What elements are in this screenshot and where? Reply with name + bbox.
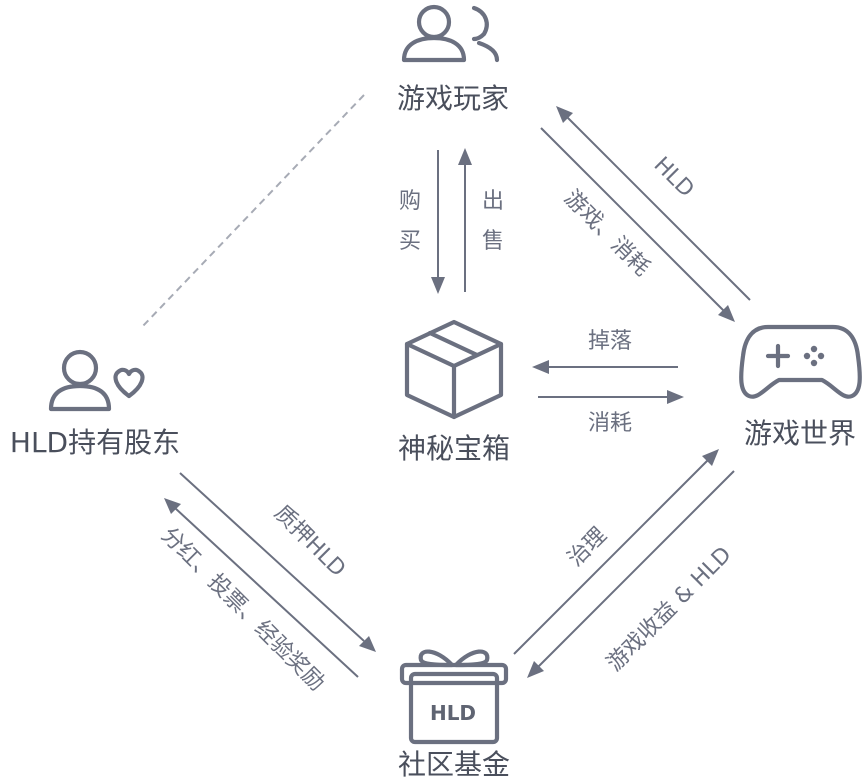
edge-world-to-players-label: HLD: [649, 152, 699, 202]
arrow-drop: [532, 360, 678, 374]
dashed-link: [141, 94, 365, 328]
gift-icon: [399, 649, 509, 745]
edge-sell-char-2: 售: [482, 229, 504, 254]
edge-world-to-fund-label: 游戏收益 & HLD: [602, 542, 736, 676]
node-mystery-box-label: 神秘宝箱: [398, 432, 510, 465]
edge-shareholders-to-fund-label: 质押HLD: [269, 501, 350, 582]
arrow-consume: [538, 390, 684, 404]
node-shareholders-label: HLD持有股东: [10, 426, 180, 459]
edge-sell-char-1: 出: [482, 189, 504, 214]
arrow-sell: [458, 148, 472, 292]
fund-badge-text: HLD: [430, 701, 476, 725]
edge-drop-label: 掉落: [588, 329, 632, 354]
box-icon: [404, 319, 504, 420]
arrow-buy: [431, 150, 445, 294]
user-heart-icon: [48, 349, 145, 412]
edge-buy-char-2: 买: [399, 229, 421, 254]
arrow-shareholders-to-fund: [179, 472, 376, 652]
gamepad-icon: [739, 324, 862, 399]
arrow-world-to-fund: [527, 470, 735, 678]
node-players-label: 游戏玩家: [397, 82, 509, 115]
users-icon: [401, 4, 500, 63]
node-game-world-label: 游戏世界: [744, 417, 856, 450]
arrow-world-to-players: [556, 106, 751, 301]
edge-buy-char-1: 购: [399, 189, 421, 214]
edge-players-to-world-label: 游戏、消耗: [559, 186, 654, 281]
arrow-fund-to-shareholders: [164, 498, 359, 678]
edge-consume-label: 消耗: [588, 411, 632, 436]
arrow-fund-to-world: [513, 449, 719, 655]
node-community-fund-label: 社区基金: [398, 748, 510, 781]
arrow-players-to-world: [540, 127, 735, 322]
